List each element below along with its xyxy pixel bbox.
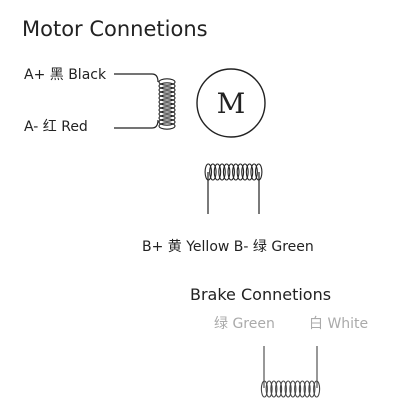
coil-loop (284, 380, 292, 398)
coil-loop (158, 114, 176, 122)
coil-loop (158, 102, 176, 110)
a-plus-wire (114, 73, 159, 83)
b-labels: B+ 黄 Yellow B- 绿 Green (142, 238, 314, 255)
coil-loop (236, 163, 245, 181)
coil-loop (298, 380, 306, 398)
coil-loop (245, 163, 254, 181)
coil-loop (279, 380, 287, 398)
coil-loop (158, 86, 176, 94)
brake-white-label: 白 White (309, 316, 368, 332)
phase-a-coil (158, 78, 176, 130)
brake-connections-title: Brake Connetions (190, 285, 331, 304)
motor-symbol (196, 68, 266, 138)
coil-loop (158, 106, 176, 114)
phase-b-coil (204, 163, 263, 181)
coil-loop (158, 94, 176, 102)
coil-loop (158, 118, 176, 126)
coil-loop (313, 380, 321, 398)
motor-connections-title: Motor Connetions (22, 17, 208, 41)
coil-loop (158, 98, 176, 106)
coil-loop (289, 380, 297, 398)
coil-loop (294, 380, 302, 398)
coil-loop (241, 163, 249, 181)
coil-loop (158, 82, 176, 90)
coil-loop (303, 380, 311, 398)
coil-loop (158, 78, 176, 86)
coil-loop (213, 163, 222, 181)
motor-m-letter: M (217, 87, 246, 120)
coil-loop (227, 163, 235, 181)
brake-coil (260, 380, 321, 398)
coil-loop (260, 380, 268, 398)
a-minus-wire (114, 119, 159, 129)
coil-loop (275, 380, 283, 398)
coil-loop (265, 380, 273, 398)
coil-loop (270, 380, 278, 398)
coil-loop (158, 90, 176, 98)
coil-loop (209, 163, 217, 181)
a-minus-label: A- 红 Red (24, 119, 88, 135)
coil-loop (308, 380, 316, 398)
coil-loop (250, 163, 258, 181)
coil-loop (222, 163, 231, 181)
brake-green-label: 绿 Green (214, 316, 275, 332)
coil-loop (232, 163, 240, 181)
coil-loop (218, 163, 226, 181)
coil-loop (158, 110, 176, 118)
coil-loop (158, 122, 176, 130)
a-plus-label: A+ 黑 Black (24, 67, 107, 83)
